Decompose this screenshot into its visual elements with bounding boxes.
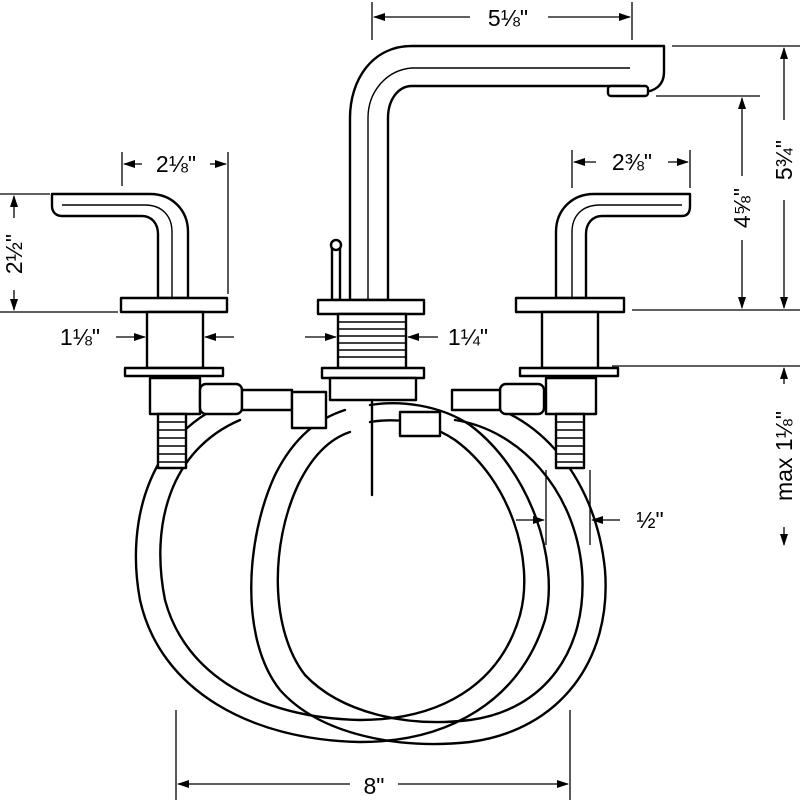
right-handle-valve	[398, 192, 692, 470]
spout-body	[348, 44, 666, 302]
left-shank	[145, 310, 205, 370]
label-right-handle-width: 2⅜"	[612, 149, 652, 175]
right-lever	[554, 192, 692, 300]
spout-shank-threads	[338, 321, 406, 358]
left-tee-fitting	[290, 390, 328, 430]
label-spout-height-outlet: 4⅝"	[729, 188, 755, 228]
label-left-handle-width: 2⅛"	[156, 151, 196, 177]
label-spout-height-total: 5¾"	[771, 140, 797, 180]
right-base-plate	[514, 296, 626, 314]
supply-hoses	[134, 398, 607, 746]
left-base-plate	[119, 296, 229, 314]
spout-base-plate	[316, 298, 426, 316]
label-deck-thickness: max 1⅛"	[771, 411, 797, 501]
label-left-handle-height: 2½"	[1, 234, 27, 274]
dimension-labels: 5⅛" 5¾" 4⅝" 2⅛" 2½" 2⅜" 1⅛" 1¼" max 1⅛" …	[1, 5, 797, 799]
right-hose-inner	[276, 418, 584, 724]
left-hose-inner	[159, 418, 526, 722]
left-valve-body	[148, 376, 202, 416]
label-spout-reach: 5⅛"	[488, 5, 528, 31]
label-spout-shank-diameter: 1¼"	[448, 324, 488, 350]
left-hose-fitting	[240, 388, 294, 412]
left-lever	[50, 192, 190, 300]
left-handle-valve	[50, 192, 328, 470]
aerator	[606, 84, 650, 98]
pop-up-knob	[329, 238, 343, 252]
left-lever-highlight	[62, 204, 173, 298]
spout-shank	[336, 312, 408, 370]
right-connector	[498, 382, 546, 416]
right-threaded-stem	[554, 412, 586, 470]
right-lever-highlight	[571, 204, 682, 298]
label-handle-shank-diameter: 1⅛"	[60, 324, 100, 350]
left-hose-outer	[134, 398, 550, 744]
right-washer	[518, 366, 620, 378]
right-tee-fitting	[398, 410, 442, 438]
left-threaded-stem	[156, 412, 188, 470]
label-center-spread: 8"	[364, 773, 385, 799]
right-hose-outer	[250, 398, 607, 746]
right-valve-body	[544, 376, 598, 416]
right-stem-threads	[556, 421, 584, 463]
right-shank	[540, 310, 600, 370]
spout-highlight	[367, 67, 630, 300]
left-washer	[123, 366, 225, 378]
left-connector	[198, 382, 244, 416]
spout	[316, 44, 666, 497]
left-stem-threads	[158, 421, 186, 463]
label-hose-offset: ½"	[636, 507, 663, 533]
right-hose-fitting	[450, 388, 502, 412]
spout-nut	[328, 376, 418, 402]
spout-washer	[320, 366, 426, 380]
